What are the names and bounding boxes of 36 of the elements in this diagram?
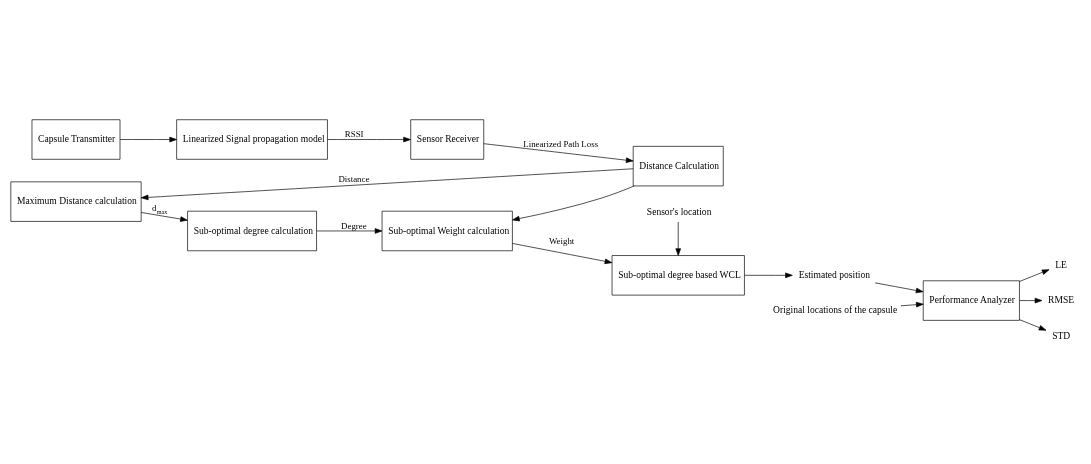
- node-box: Sub-optimal degree based WCL: [611, 254, 745, 295]
- arrow: [327, 136, 411, 142]
- edge-label: d$_{max}$: [152, 202, 168, 215]
- edge-label: RSSI: [344, 128, 364, 139]
- arrow: [512, 242, 613, 264]
- edge-label: Degree: [341, 220, 367, 231]
- edge-label: Weight: [548, 235, 575, 246]
- arrow: [140, 167, 634, 200]
- arrow: [874, 282, 924, 293]
- arrow: [1019, 318, 1047, 331]
- arrow: [119, 136, 177, 142]
- edge-label: Linearized Path Loss: [523, 138, 599, 149]
- node-box: Sub-optimal Weight calculation: [381, 210, 513, 251]
- node-text: Sensor's location: [646, 205, 712, 217]
- arrow: [675, 221, 681, 256]
- arrow: [316, 227, 383, 234]
- node-text: Estimated position: [798, 268, 871, 280]
- arrow: [1019, 297, 1043, 303]
- edge-label: Distance: [338, 173, 370, 184]
- node-box: Sub-optimal degree calculation: [187, 210, 317, 251]
- node-box: Distance Calculation: [632, 145, 724, 186]
- node-text: LE: [1055, 258, 1067, 270]
- arrow: [900, 301, 924, 307]
- node-box: Linearized Signal propagation model: [176, 118, 328, 160]
- arrow: [140, 211, 188, 222]
- node-box: Maximum Distance calculation: [10, 181, 142, 222]
- node-box: Sensor Receiver: [410, 118, 485, 160]
- arrow: [1019, 268, 1050, 282]
- node-box: Performance Analyzer: [922, 279, 1020, 321]
- arrow: [483, 142, 634, 163]
- node-text: RMSE: [1048, 293, 1075, 305]
- node-text: STD: [1052, 329, 1071, 341]
- arrow: [512, 185, 635, 221]
- node-box: Capsule Transmitter: [31, 118, 121, 160]
- node-text: Original locations of the capsule: [773, 303, 898, 315]
- arrow: [744, 272, 793, 278]
